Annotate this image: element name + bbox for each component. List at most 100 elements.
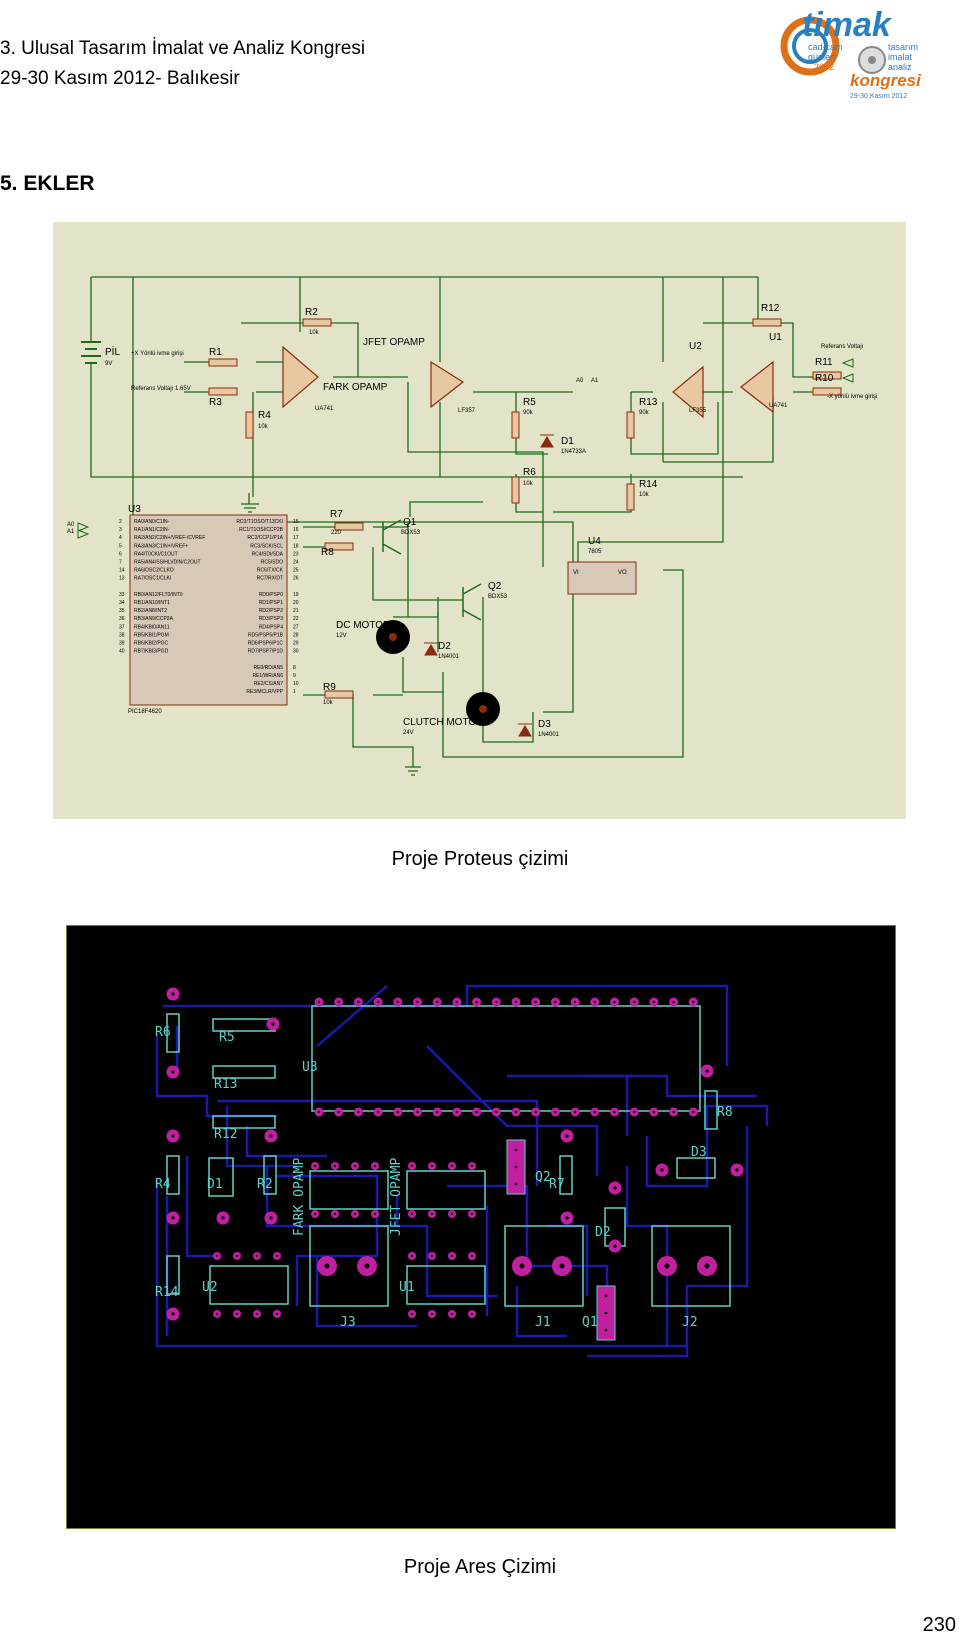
pcb-pad-hole (221, 1216, 225, 1220)
mcu-pin-number: 9 (293, 673, 296, 679)
pcb-pad-hole (470, 1254, 474, 1258)
mcu-pin-label: RD7/PSP7/P1D (248, 649, 284, 655)
mcu-pin-number: 20 (293, 600, 299, 606)
mcu-pin-label: RD1/PSP1 (259, 600, 283, 606)
mcu-pin-number: 26 (293, 576, 299, 582)
svg-text:A1: A1 (591, 378, 599, 384)
pcb-pad-hole (430, 1212, 434, 1216)
mcu-pin-label: RB5/KBI1/PGM (134, 632, 169, 638)
svg-text:LF355: LF355 (689, 408, 707, 414)
pcb-pad-hole (514, 1182, 518, 1186)
svg-text:10k: 10k (639, 492, 650, 498)
pcb-pad-hole (255, 1312, 259, 1316)
pcb-pad-hole (664, 1263, 670, 1269)
pcb-pad-hole (534, 1110, 537, 1114)
mcu-pin-label: RB6/KBI2/PGC (134, 641, 169, 647)
mcu-pin-number: 18 (293, 543, 299, 549)
pcb-pad-hole (450, 1212, 454, 1216)
pcb-pad-hole (357, 1000, 360, 1004)
mcu-pin-label: RA6/OSC2/CLKO (134, 568, 174, 574)
pcb-pad-hole (450, 1254, 454, 1258)
mcu-pin-label: RA7/OSC1/CLKI (134, 576, 171, 582)
mcu-pin-label: RB7/KBI3/PGD (134, 649, 169, 655)
svg-text:Q1: Q1 (403, 517, 417, 528)
pcb-pad-hole (604, 1294, 608, 1298)
svg-text:10k: 10k (323, 700, 334, 706)
svg-text:A1: A1 (67, 529, 75, 535)
svg-text:R3: R3 (209, 397, 222, 408)
mcu-pin-label: RD3/PSP3 (259, 616, 283, 622)
mcu-pin-number: 25 (293, 568, 299, 574)
pcb-pad-hole (652, 1000, 656, 1004)
svg-text:R4: R4 (155, 1177, 171, 1192)
pcb-pad-hole (514, 1000, 518, 1004)
conference-title: 3. Ulusal Tasarım İmalat ve Analiz Kongr… (0, 38, 366, 59)
mcu-pin-number: 10 (293, 681, 299, 687)
mcu-pin-number: 29 (293, 641, 299, 647)
mcu-pin-label: RC6/TX/CK (257, 568, 284, 574)
pcb-pad-hole (704, 1263, 710, 1269)
pcb-pad-hole (333, 1164, 337, 1168)
svg-text:U1: U1 (769, 332, 782, 343)
svg-text:+X Yönlü ivme girişi: +X Yönlü ivme girişi (131, 351, 184, 357)
mcu-pin-number: 37 (119, 624, 125, 630)
svg-text:VO: VO (618, 570, 627, 576)
mcu-pin-number: 28 (293, 632, 299, 638)
svg-text:R2: R2 (305, 307, 318, 318)
pcb-pad-hole (376, 1000, 380, 1004)
proteus-schematic: PİL 9V +X Yönlü ivme girişi Referans Vol… (53, 222, 906, 819)
mcu-pin-label: RD4/PSP4 (259, 624, 283, 630)
page-number: 230 (922, 1614, 956, 1636)
pcb-pad-hole (565, 1216, 569, 1220)
svg-text:BDX53: BDX53 (401, 530, 421, 536)
svg-text:U3: U3 (302, 1060, 318, 1075)
pcb-pad-hole (410, 1254, 414, 1258)
mcu-pin-label: RC2/CCP1/P1A (247, 535, 283, 541)
mcu-pin-label: RC1/T1OSI/CCP2B (239, 527, 284, 533)
pcb-pad-hole (171, 1312, 175, 1316)
pcb-pad-hole (269, 1134, 273, 1138)
mcu-pin-label: RD2/PSP2 (259, 608, 283, 614)
pcb-pad-hole (324, 1263, 330, 1269)
mcu-pin-label: RD5/PSP5/P1B (248, 632, 284, 638)
mcu-pin-number: 36 (119, 616, 125, 622)
pcb-pad-hole (313, 1212, 317, 1216)
mcu-pin-number: 2 (119, 519, 122, 525)
mcu-pin-number: 30 (293, 649, 299, 655)
svg-text:D2: D2 (438, 641, 451, 652)
pcb-pad-hole (215, 1254, 219, 1258)
figure-caption-proteus: Proje Proteus çizimi (391, 848, 569, 870)
mcu-pin-label: RD0/PSP0 (259, 592, 283, 598)
pcb-pad-hole (171, 1134, 175, 1138)
pcb-pad-hole (735, 1168, 739, 1172)
pcb-pad-hole (275, 1254, 279, 1258)
mcu-pin-number: 13 (119, 576, 125, 582)
pcb-pad-hole (436, 1000, 439, 1004)
mcu-pin-label: RA4/T0CKI/C1OUT (134, 551, 178, 557)
pcb-pad-hole (430, 1312, 434, 1316)
svg-text:R12: R12 (761, 303, 780, 314)
mcu-pin-label: RC0/T1OSO/T13CKI (236, 519, 283, 525)
pcb-pad-hole (313, 1164, 317, 1168)
figure-caption-ares: Proje Ares Çizimi (403, 1556, 557, 1578)
svg-text:12V: 12V (336, 633, 347, 639)
svg-text:29-30 Kasım 2012: 29-30 Kasım 2012 (850, 93, 907, 100)
mcu-pin-number: 38 (119, 632, 125, 638)
conference-date-place: 29-30 Kasım 2012- Balıkesir (0, 68, 240, 89)
pcb-pad-hole (353, 1212, 357, 1216)
pcb-pad-hole (672, 1110, 675, 1114)
pcb-pad-hole (554, 1110, 557, 1114)
mcu-pin-label: RB0/AN12/FLT0/INT0 (134, 592, 183, 598)
svg-text:cad-cam: cad-cam (808, 42, 843, 52)
mcu-pin-label: RA2/AN2/C2IN+/VREF-/CVREF (134, 535, 205, 541)
svg-text:J3: J3 (340, 1315, 356, 1330)
svg-text:analiz: analiz (888, 62, 912, 72)
pcb-pad-hole (171, 992, 175, 996)
svg-text:R14: R14 (639, 479, 658, 490)
pcb-pad-hole (396, 1000, 399, 1004)
pcb-pad-hole (559, 1263, 565, 1269)
mcu-pin-number: 23 (293, 551, 299, 557)
svg-text:R5: R5 (523, 397, 536, 408)
svg-text:U2: U2 (202, 1280, 218, 1295)
mcu-pin-number: 19 (293, 592, 299, 598)
